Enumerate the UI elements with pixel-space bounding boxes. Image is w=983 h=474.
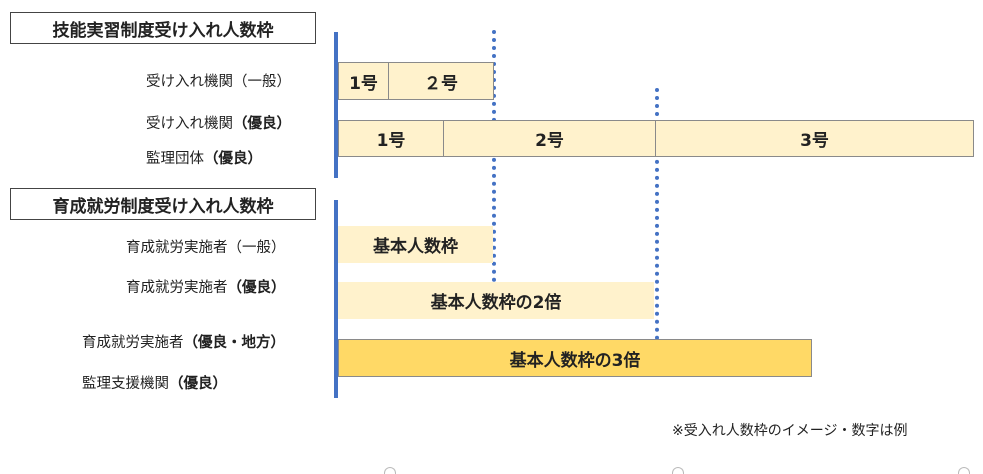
row-label-ikusei-excellent: 育成就労実施者（優良） — [126, 280, 286, 296]
footnote: ※受入れ人数枠のイメージ・数字は例 — [672, 423, 908, 439]
cell-excellent-1go: 1号 — [338, 120, 444, 157]
axis-bar-technical — [334, 32, 338, 178]
axis-bar-ikusei — [334, 200, 338, 398]
row-label-receiving-general: 受け入れ機関（一般） — [146, 74, 291, 90]
cell-general-1go: 1号 — [338, 62, 389, 100]
section-title-technical-intern: 技能実習制度受け入れ人数枠 — [10, 12, 316, 44]
bottom-edge-mark — [958, 467, 970, 474]
band-basic-quota-3x: 基本人数枠の3倍 — [338, 339, 812, 377]
cell-excellent-2go: 2号 — [443, 120, 656, 157]
row-label-ikusei-excellent-regional: 育成就労実施者（優良・地方） — [82, 335, 285, 351]
cell-excellent-3go: 3号 — [655, 120, 974, 157]
row-label-receiving-excellent: 受け入れ機関（優良） — [146, 116, 291, 132]
band-basic-quota-2x: 基本人数枠の2倍 — [338, 282, 654, 319]
row-label-ikusei-general: 育成就労実施者（一般） — [126, 240, 286, 256]
bottom-edge-mark — [672, 467, 684, 474]
row-label-supervising-excellent: 監理団体（優良） — [146, 151, 262, 167]
band-basic-quota: 基本人数枠 — [338, 226, 493, 263]
section-title-ikusei: 育成就労制度受け入れ人数枠 — [10, 188, 316, 220]
cell-general-2go: ２号 — [388, 62, 494, 100]
bottom-edge-mark — [384, 467, 396, 474]
row-label-support-org-excellent: 監理支援機関（優良） — [82, 376, 227, 392]
divider-dotted-3x-end — [655, 88, 659, 340]
